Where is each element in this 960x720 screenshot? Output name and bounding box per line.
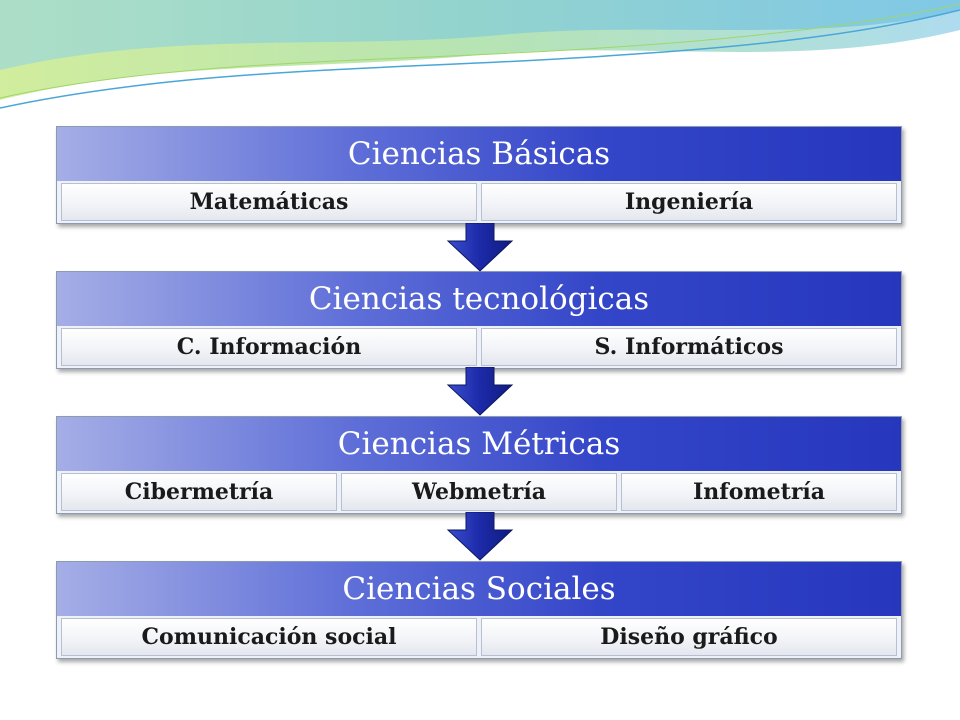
level-title: Ciencias Métricas xyxy=(57,417,901,471)
item-webmetria: Webmetría xyxy=(341,473,617,511)
level-items: Comunicación social Diseño gráfico xyxy=(57,616,901,658)
level-ciencias-sociales: Ciencias Sociales Comunicación social Di… xyxy=(56,561,902,659)
item-diseno-grafico: Diseño gráfico xyxy=(481,618,897,656)
item-s-informaticos: S. Informáticos xyxy=(481,328,897,366)
level-ciencias-metricas: Ciencias Métricas Cibermetría Webmetría … xyxy=(56,416,902,514)
item-infometria: Infometría xyxy=(621,473,897,511)
level-items: Matemáticas Ingeniería xyxy=(57,181,901,223)
item-c-informacion: C. Información xyxy=(61,328,477,366)
down-arrow-icon xyxy=(446,223,514,272)
level-title: Ciencias tecnológicas xyxy=(57,272,901,326)
level-ciencias-basicas: Ciencias Básicas Matemáticas Ingeniería xyxy=(56,126,902,224)
decorative-waves xyxy=(0,0,960,109)
item-cibermetria: Cibermetría xyxy=(61,473,337,511)
item-comunicacion-social: Comunicación social xyxy=(61,618,477,656)
level-items: C. Información S. Informáticos xyxy=(57,326,901,368)
down-arrow-icon xyxy=(446,367,514,416)
level-ciencias-tecnologicas: Ciencias tecnológicas C. Información S. … xyxy=(56,271,902,369)
item-ingenieria: Ingeniería xyxy=(481,183,897,221)
level-title: Ciencias Básicas xyxy=(57,127,901,181)
level-items: Cibermetría Webmetría Infometría xyxy=(57,471,901,513)
down-arrow-icon xyxy=(446,512,514,561)
level-title: Ciencias Sociales xyxy=(57,562,901,616)
item-matematicas: Matemáticas xyxy=(61,183,477,221)
